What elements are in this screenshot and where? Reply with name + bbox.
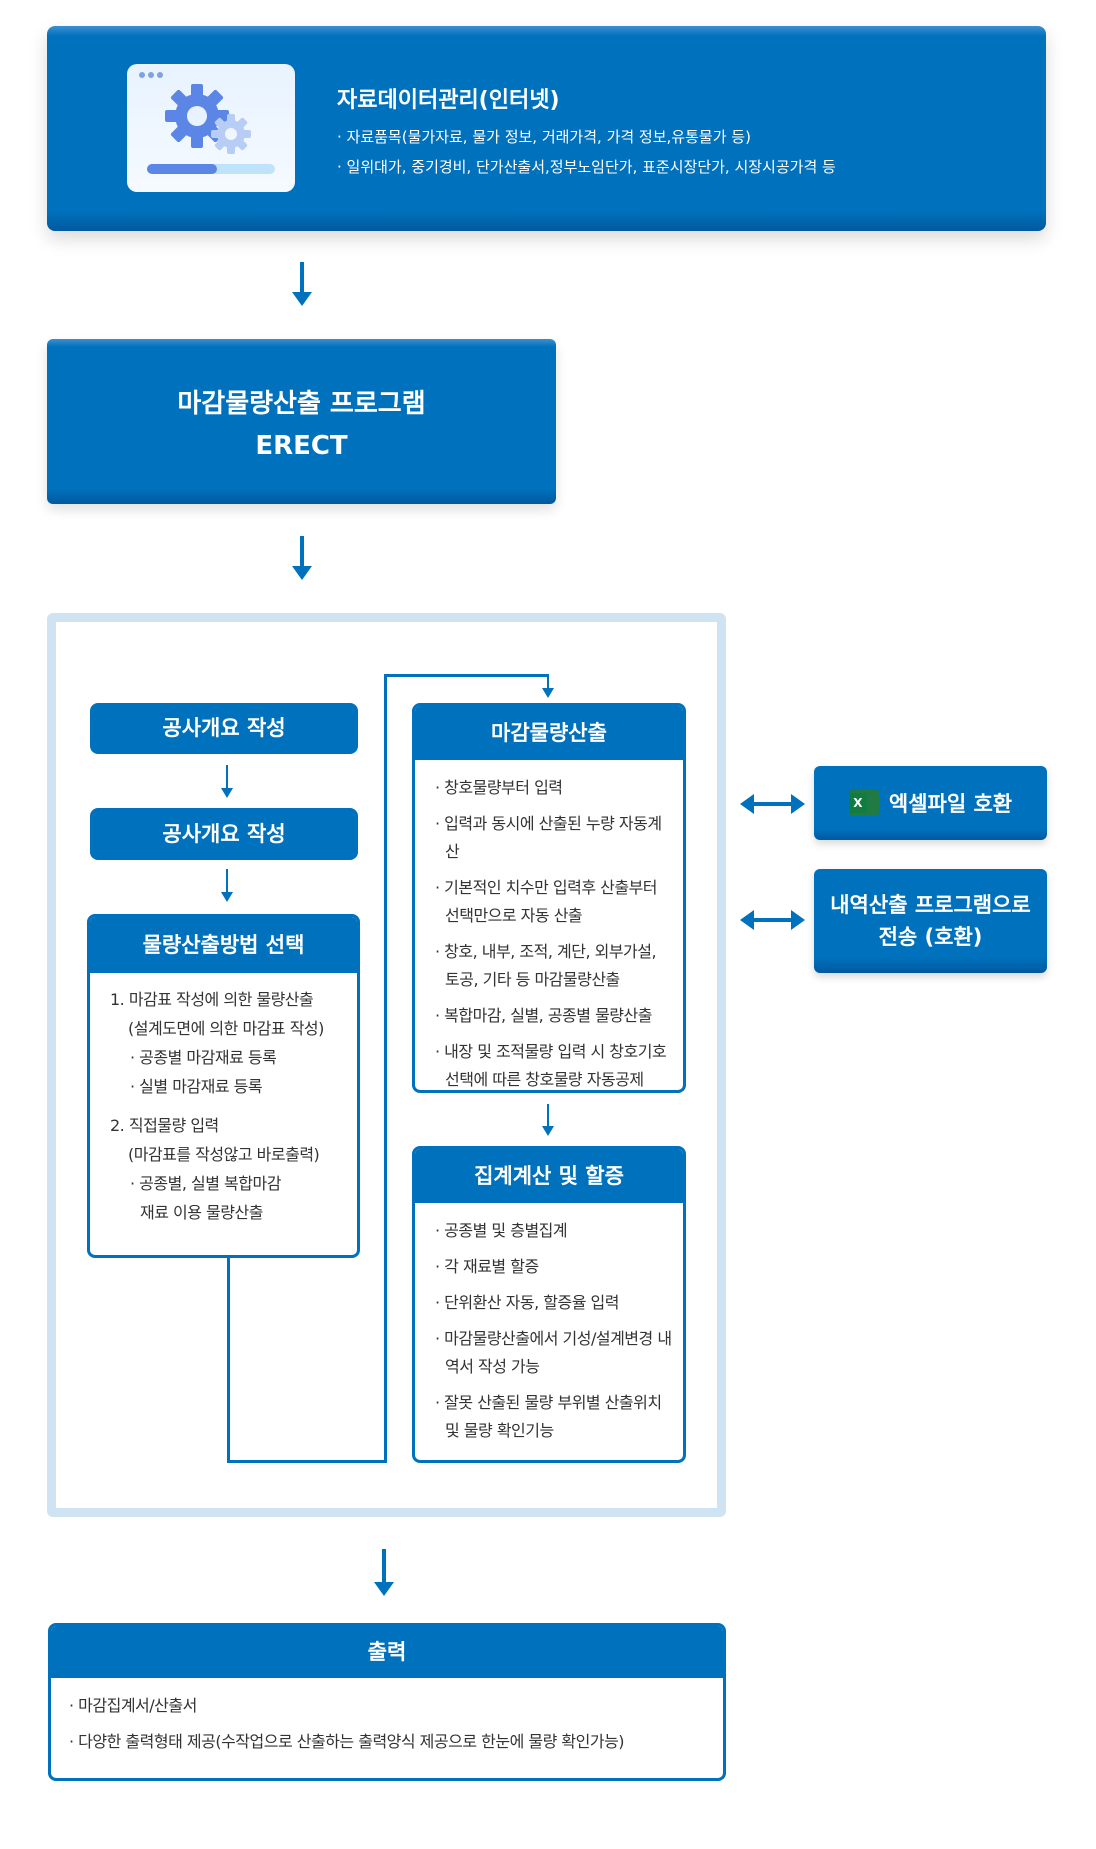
double-arrow-icon [740, 910, 805, 930]
program-title: 마감물량산출 프로그램 [177, 389, 426, 419]
window-dot-icon [157, 72, 163, 78]
double-arrow-icon [740, 794, 805, 814]
step-project-overview: 공사개요 작성 [90, 703, 358, 754]
summary-box: 집계계산 및 할증 · 공종별 및 층별집계 · 각 재료별 할증 · 단위환산… [412, 1146, 686, 1463]
output-item: · 다양한 출력형태 제공(수작업으로 산출하는 출력양식 제공으로 한눈에 물… [69, 1732, 625, 1751]
gear-window-icon [127, 64, 295, 192]
sum-item: · 잘못 산출된 물량 부위별 산출위치 및 물량 확인기능 [435, 1393, 662, 1440]
sum-item: · 마감물량산출에서 기성/설계변경 내역서 작성 가능 [435, 1329, 672, 1376]
arrow-down-icon [221, 869, 233, 902]
output-title: 출력 [51, 1626, 723, 1678]
connector-line [384, 674, 549, 677]
banner-line: · 자료품목(물가자료, 물가 정보, 거래가격, 가격 정보,유통물가 등) [337, 128, 751, 146]
arrow-down-icon [292, 262, 312, 306]
method-select-box: 물량산출방법 선택 1. 마감표 작성에 의한 물량산출 (설계도면에 의한 마… [87, 914, 360, 1258]
calc-item: · 복합마감, 실별, 공종별 물량산출 [435, 1006, 652, 1025]
sum-item: · 단위환산 자동, 할증율 입력 [435, 1293, 619, 1312]
calc-item: · 창호, 내부, 조적, 계단, 외부가설, 토공, 기타 등 마감물량산출 [435, 942, 657, 989]
window-dot-icon [148, 72, 154, 78]
quantity-calc-box: 마감물량산출 · 창호물량부터 입력 · 입력과 동시에 산출된 누량 자동계산… [412, 703, 686, 1093]
method-line: · 공종별 마감재료 등록 [130, 1048, 277, 1067]
calc-item: · 입력과 동시에 산출된 누량 자동계산 [435, 814, 662, 861]
sum-item: · 각 재료별 할증 [435, 1257, 539, 1276]
program-box: 마감물량산출 프로그램 ERECT [47, 339, 556, 504]
calc-item: · 창호물량부터 입력 [435, 778, 563, 797]
calc-item: · 기본적인 치수만 입력후 산출부터 선택만으로 자동 산출 [435, 878, 658, 925]
excel-icon: X [848, 790, 879, 816]
method-title: 물량산출방법 선택 [90, 917, 357, 973]
transfer-button: 내역산출 프로그램으로 전송 (호환) [814, 869, 1047, 973]
method-line: (마감표를 작성않고 바로출력) [128, 1145, 320, 1164]
calc-title: 마감물량산출 [415, 706, 683, 760]
arrow-down-icon [542, 674, 554, 698]
excel-label: 엑셀파일 호환 [888, 792, 1013, 816]
output-box: 출력 · 마감집계서/산출서 · 다양한 출력형태 제공(수작업으로 산출하는 … [48, 1623, 726, 1781]
banner-title: 자료데이터관리(인터넷) [337, 88, 560, 113]
arrow-down-icon [374, 1549, 394, 1596]
program-name: ERECT [255, 431, 348, 461]
arrow-down-icon [542, 1104, 554, 1136]
step-project-overview-2: 공사개요 작성 [90, 808, 358, 860]
method-line: 2. 직접물량 입력 [110, 1116, 219, 1135]
connector-line [227, 1258, 230, 1463]
process-container [47, 613, 726, 1517]
connector-line [384, 674, 387, 1463]
method-line: 재료 이용 물량산출 [140, 1203, 263, 1222]
calc-item: · 내장 및 조적물량 입력 시 창호기호 선택에 따른 창호물량 자동공제 [435, 1042, 667, 1089]
output-item: · 마감집계서/산출서 [69, 1696, 197, 1715]
connector-line [227, 1460, 387, 1463]
method-line: (설계도면에 의한 마감표 작성) [128, 1019, 324, 1038]
excel-compat-button: X 엑셀파일 호환 [814, 766, 1047, 840]
transfer-label: 전송 (호환) [878, 925, 983, 949]
transfer-label: 내역산출 프로그램으로 [830, 893, 1031, 917]
sum-item: · 공종별 및 층별집계 [435, 1221, 568, 1240]
window-dot-icon [139, 72, 145, 78]
method-line: · 실별 마감재료 등록 [130, 1077, 263, 1096]
progress-bar-icon [147, 164, 275, 174]
sum-title: 집계계산 및 할증 [415, 1149, 683, 1203]
arrow-down-icon [221, 765, 233, 798]
arrow-down-icon [292, 536, 312, 580]
method-line: · 공종별, 실별 복합마감 [130, 1174, 281, 1193]
method-line: 1. 마감표 작성에 의한 물량산출 [110, 990, 314, 1009]
data-management-banner: 자료데이터관리(인터넷) · 자료품목(물가자료, 물가 정보, 거래가격, 가… [47, 26, 1046, 231]
gear-icon [165, 84, 251, 154]
banner-line: · 일위대가, 중기경비, 단가산출서,정부노임단가, 표준시장단가, 시장시공… [337, 158, 836, 176]
